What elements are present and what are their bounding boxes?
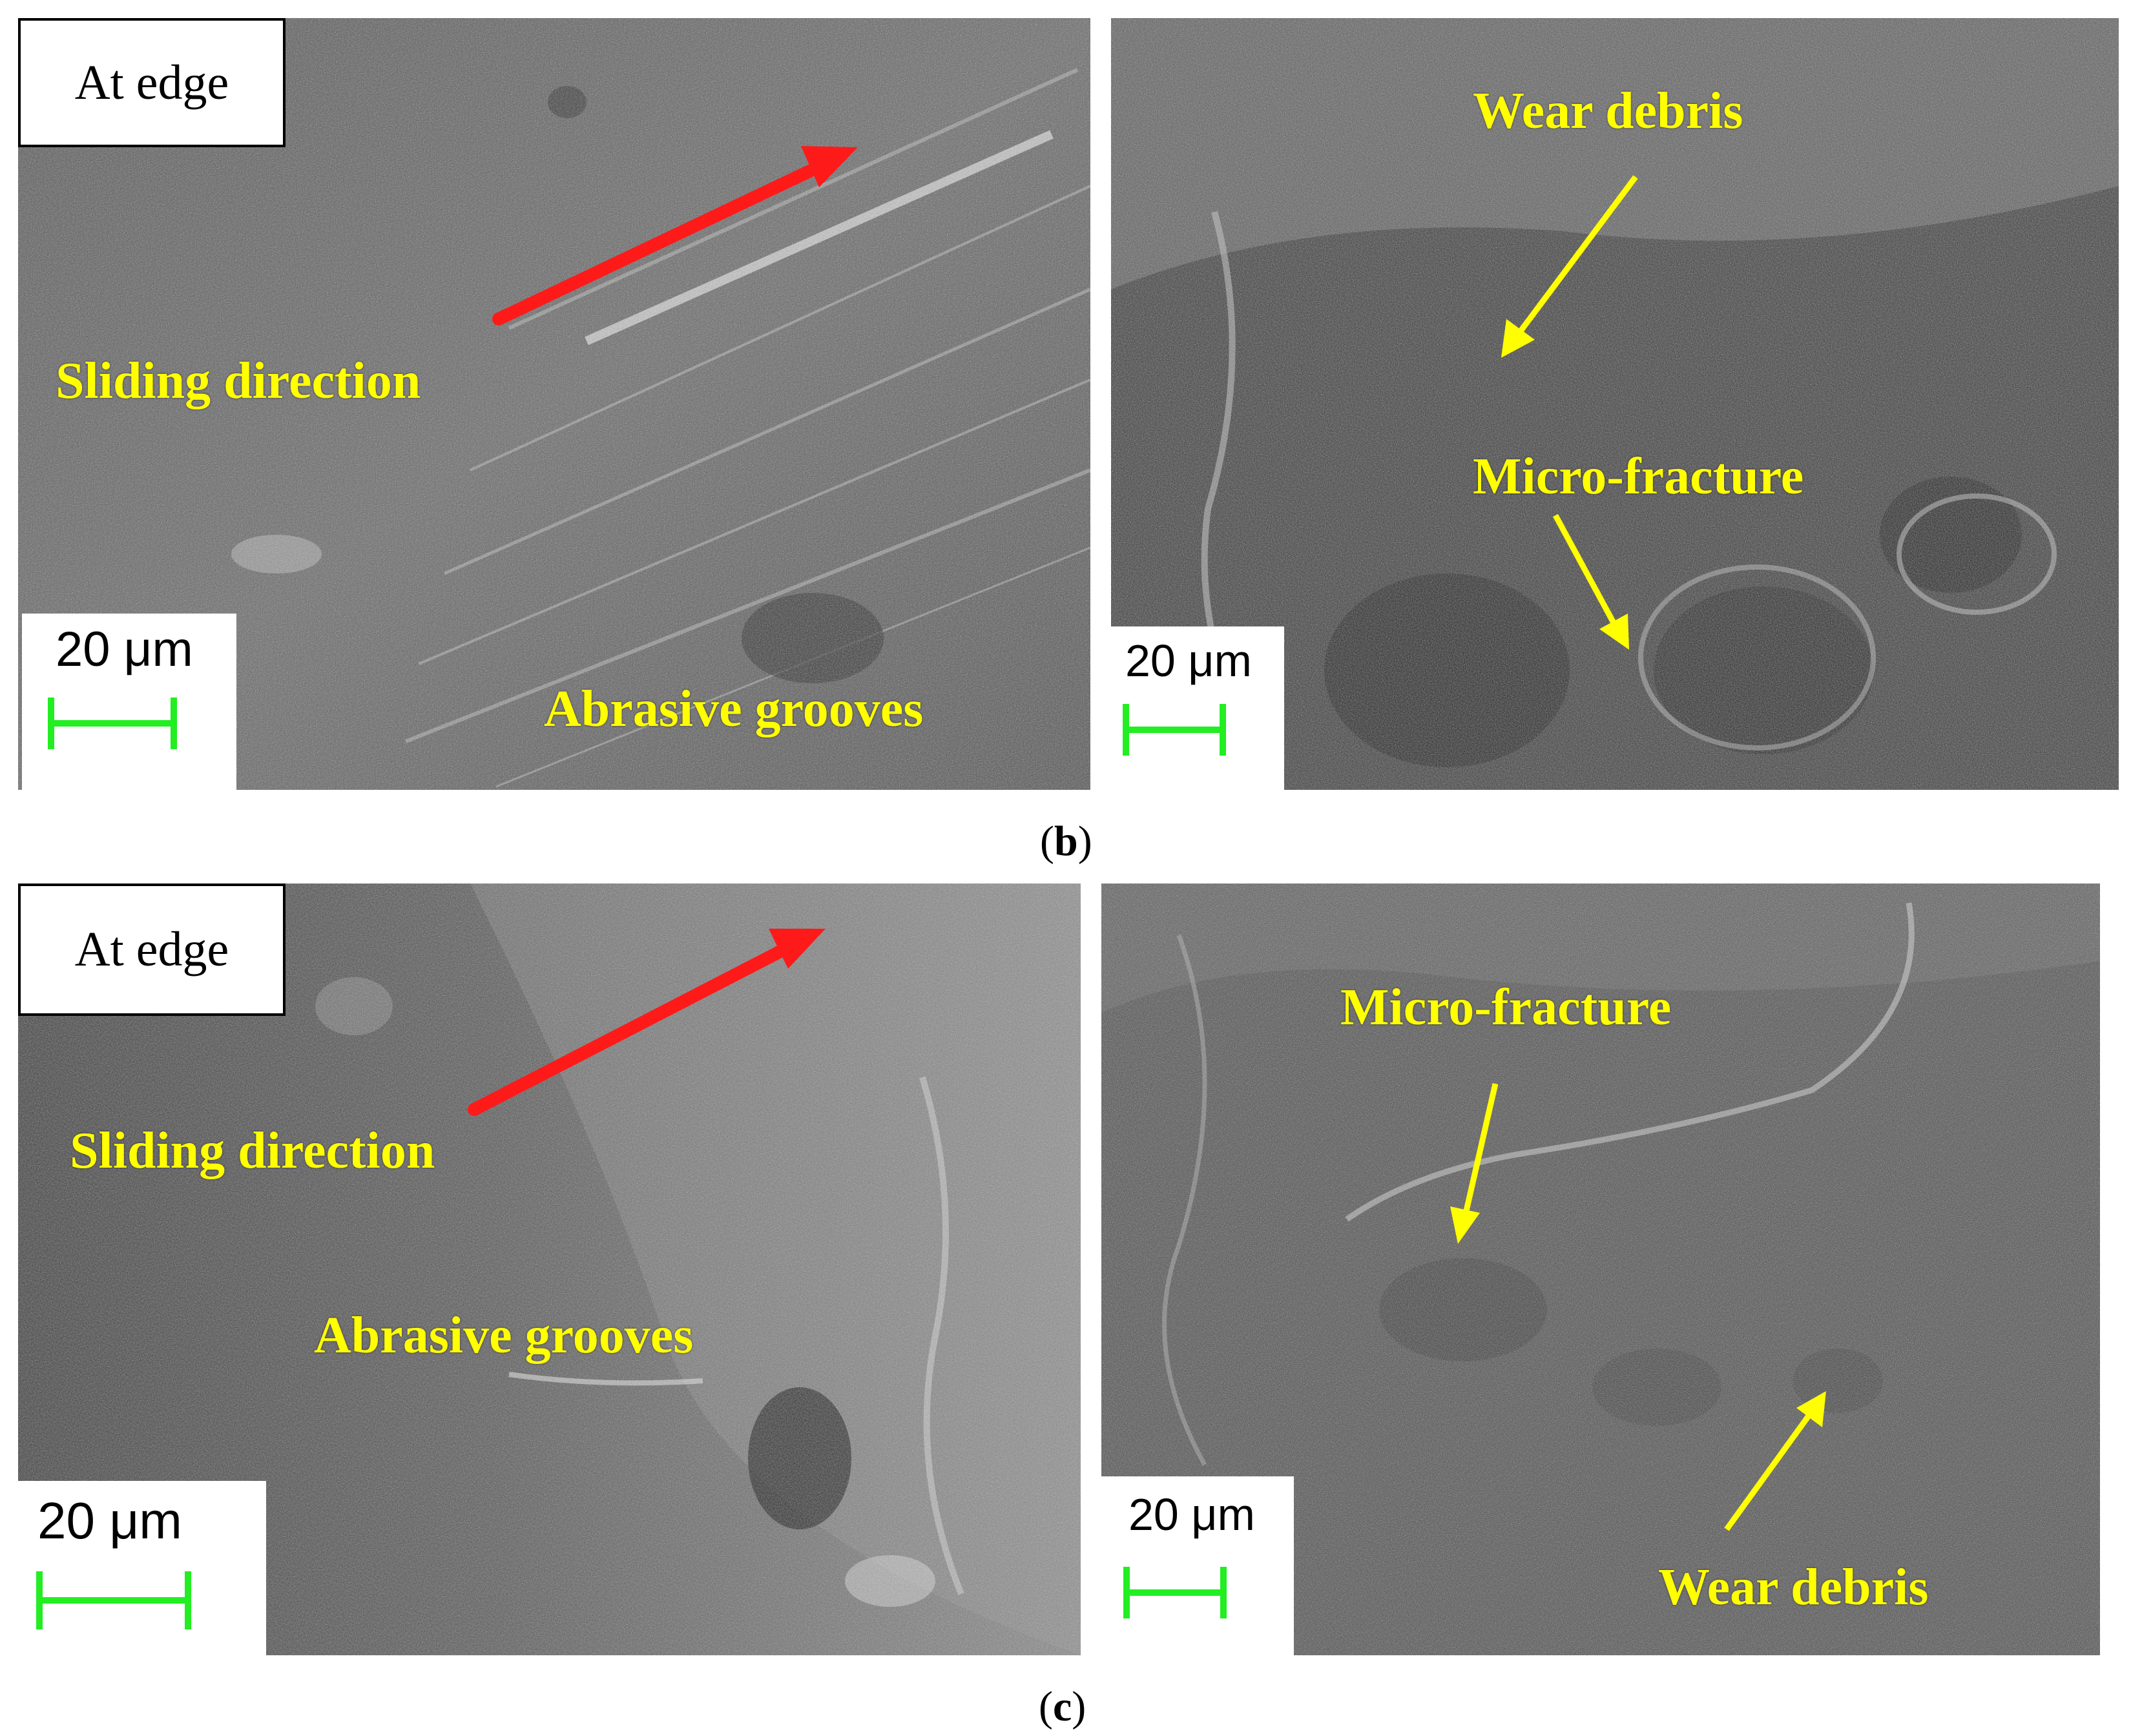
caption-b: (b) xyxy=(1040,818,1092,865)
scale-bar-line xyxy=(36,1571,191,1629)
sliding-direction-label: Sliding direction xyxy=(56,353,421,409)
scale-bar-line xyxy=(1123,704,1226,756)
micro-fracture-label: Micro-fracture xyxy=(1473,448,1804,505)
abrasive-grooves-label: Abrasive grooves xyxy=(544,681,924,738)
caption-c: (c) xyxy=(1039,1683,1086,1730)
sliding-direction-label: Sliding direction xyxy=(70,1122,435,1179)
wear-debris-label: Wear debris xyxy=(1473,83,1743,140)
abrasive-grooves-label: Abrasive grooves xyxy=(314,1307,694,1364)
scale-bar-label: 20 μm xyxy=(56,622,193,677)
scale-bar-c-right: 20 μm xyxy=(1101,1476,1294,1655)
sem-panel-b-left: At edge Sliding direction Abrasive groov… xyxy=(18,18,1090,790)
sem-panel-b-right: Wear debris Micro-fracture 20 μm xyxy=(1111,18,2119,790)
scale-bar-label: 20 μm xyxy=(1125,636,1252,686)
scale-bar-line xyxy=(48,698,177,749)
sem-panel-c-left: At edge Sliding direction Abrasive groov… xyxy=(18,884,1081,1655)
scale-bar-line xyxy=(1123,1567,1227,1618)
sem-panel-c-right: Micro-fracture Wear debris 20 μm xyxy=(1101,884,2100,1655)
wear-debris-label: Wear debris xyxy=(1658,1559,1929,1616)
at-edge-label: At edge xyxy=(18,884,286,1016)
scale-bar-b-left: 20 μm xyxy=(22,614,236,790)
scale-bar-c-left: 20 μm xyxy=(18,1481,266,1655)
scale-bar-b-right: 20 μm xyxy=(1111,626,1284,790)
scale-bar-label: 20 μm xyxy=(37,1492,182,1549)
micro-fracture-label: Micro-fracture xyxy=(1340,979,1672,1036)
at-edge-label: At edge xyxy=(18,18,286,147)
scale-bar-label: 20 μm xyxy=(1128,1489,1255,1540)
